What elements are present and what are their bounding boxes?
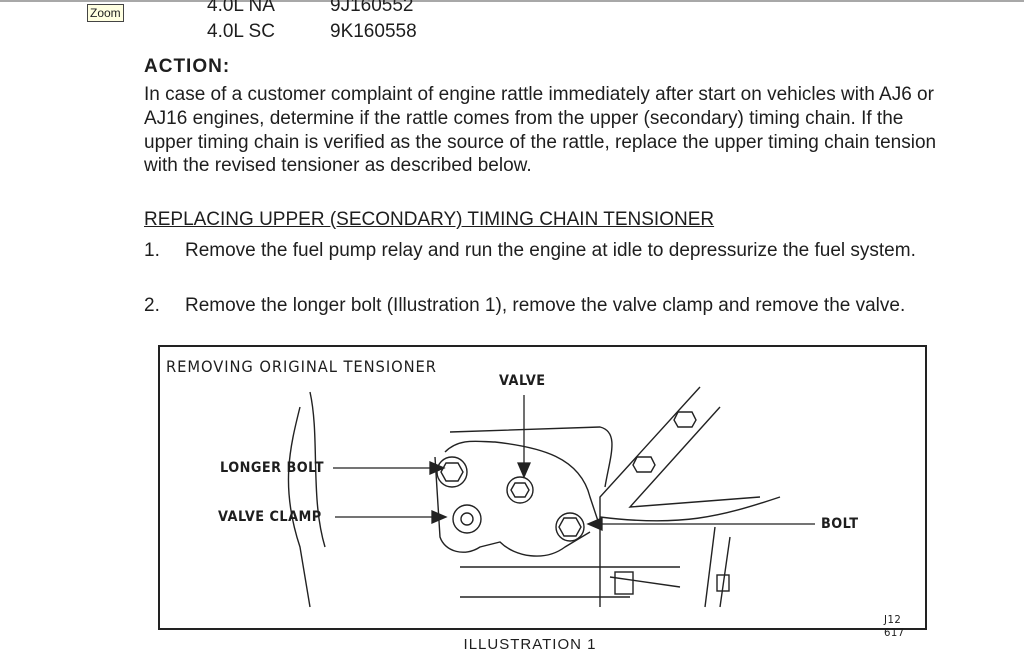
action-paragraph: In case of a customer complaint of engin… [144, 84, 937, 177]
table-vin: 9K160558 [330, 21, 417, 42]
label-valve-clamp: VALVE CLAMP [218, 509, 322, 525]
step-text: Remove the fuel pump relay and run the e… [185, 240, 916, 261]
label-valve: VALVE [499, 373, 546, 389]
zoom-button[interactable]: Zoom [87, 4, 124, 22]
step-number: 1. [144, 240, 160, 261]
illustration-box: REMOVING ORIGINAL TENSIONER VALVE LONGER… [158, 345, 927, 639]
action-heading: ACTION: [144, 56, 231, 77]
figure-title: REMOVING ORIGINAL TENSIONER [166, 357, 437, 376]
top-border [0, 0, 1024, 2]
procedure-heading: REPLACING UPPER (SECONDARY) TIMING CHAIN… [144, 209, 715, 230]
label-longer-bolt: LONGER BOLT [220, 460, 324, 476]
step-text: Remove the longer bolt (Illustration 1),… [185, 295, 906, 316]
step-number: 2. [144, 295, 160, 316]
table-engine: 4.0L NA [207, 0, 275, 16]
label-bolt: BOLT [821, 516, 859, 532]
table-engine: 4.0L SC [207, 21, 275, 42]
figure-caption: ILLUSTRATION 1 [463, 636, 597, 653]
figure-code: J12 617 [884, 613, 905, 639]
table-vin: 9J160552 [330, 0, 414, 16]
engine-line-drawing [287, 386, 815, 608]
